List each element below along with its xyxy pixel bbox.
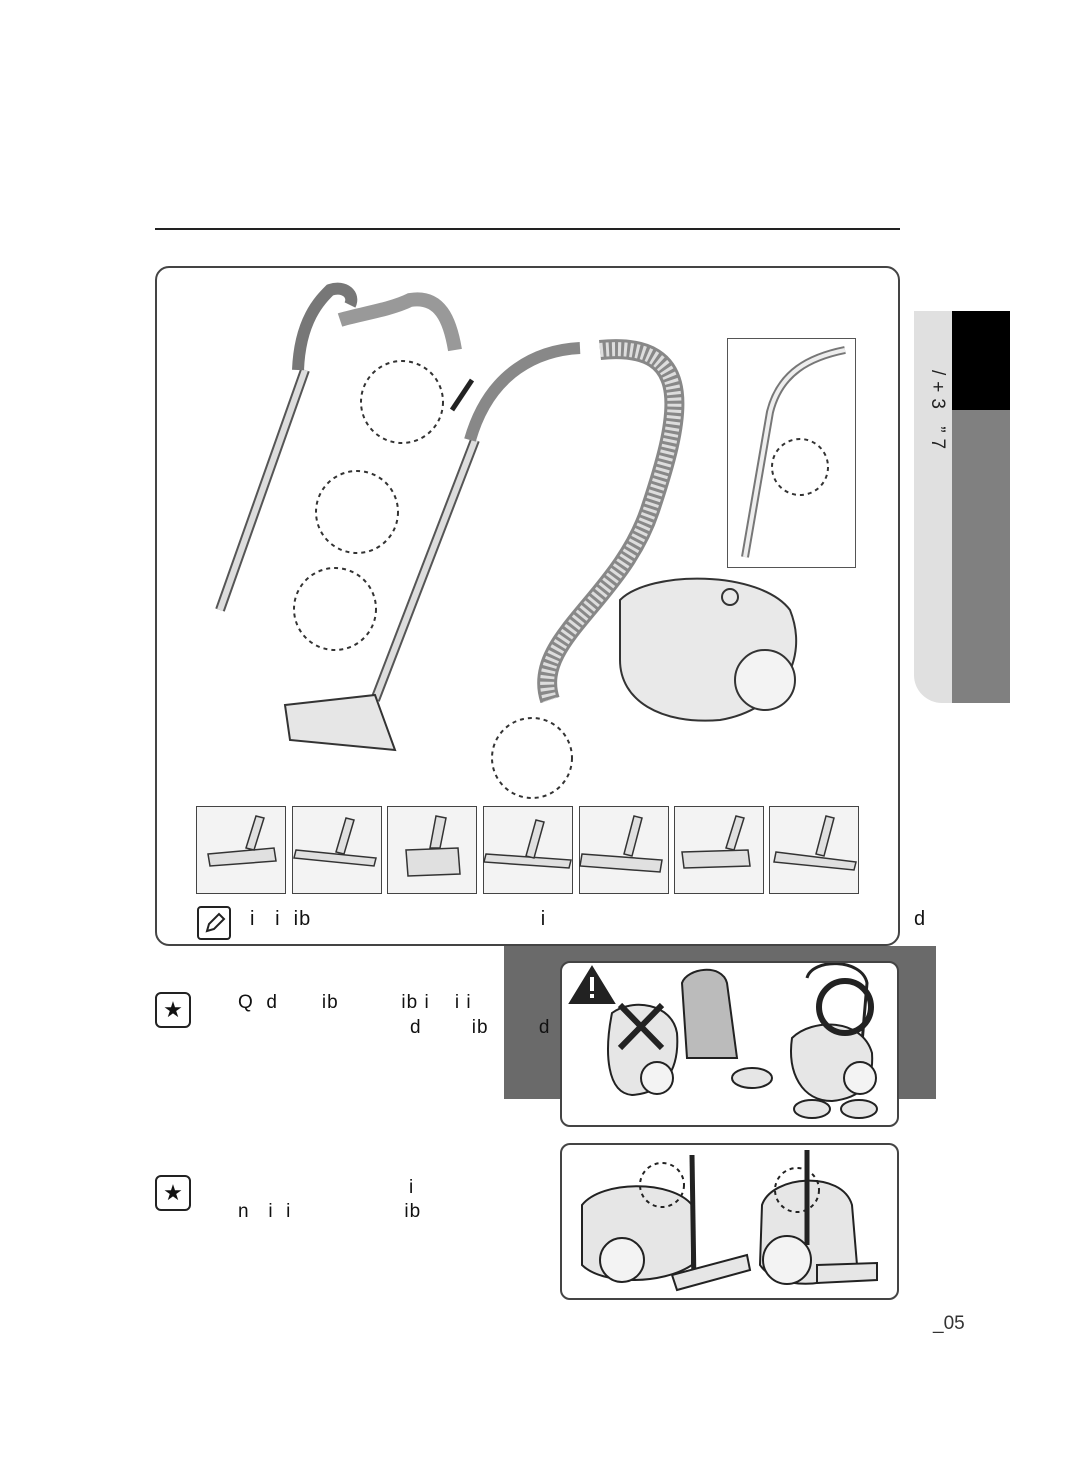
note-text-tail: d [914, 908, 926, 930]
nozzle-thumb-5 [579, 806, 669, 894]
warning2-line2: n i i ib [238, 1201, 422, 1222]
nozzle-thumbnails-drawing [207, 815, 857, 877]
side-tab-grey [952, 410, 1010, 703]
warning1-line1: Q d ib ib i i i [238, 992, 472, 1013]
wand-detail-illustration [741, 346, 846, 558]
caution-star-icon: ★ [155, 992, 191, 1028]
side-tab-label: /+3 ”7 [927, 370, 948, 456]
side-tab-dark [952, 311, 1010, 410]
pencil-note-icon [197, 906, 231, 940]
storage-illustration [581, 1150, 878, 1292]
nozzle-thumb-7 [769, 806, 859, 894]
note-text: i i ib i [250, 908, 547, 930]
page-number: _05 [933, 1313, 965, 1334]
carry-warning-illustration [568, 963, 878, 1119]
side-tab-light [914, 311, 954, 703]
vacuum-assembly-illustration [215, 282, 798, 799]
warning1-line2: d ib d [410, 1017, 551, 1038]
caution-star-icon-2: ★ [155, 1175, 191, 1211]
header-rule [155, 228, 900, 230]
warning2-line1: i [409, 1177, 415, 1198]
nozzle-thumb-6 [674, 806, 764, 894]
